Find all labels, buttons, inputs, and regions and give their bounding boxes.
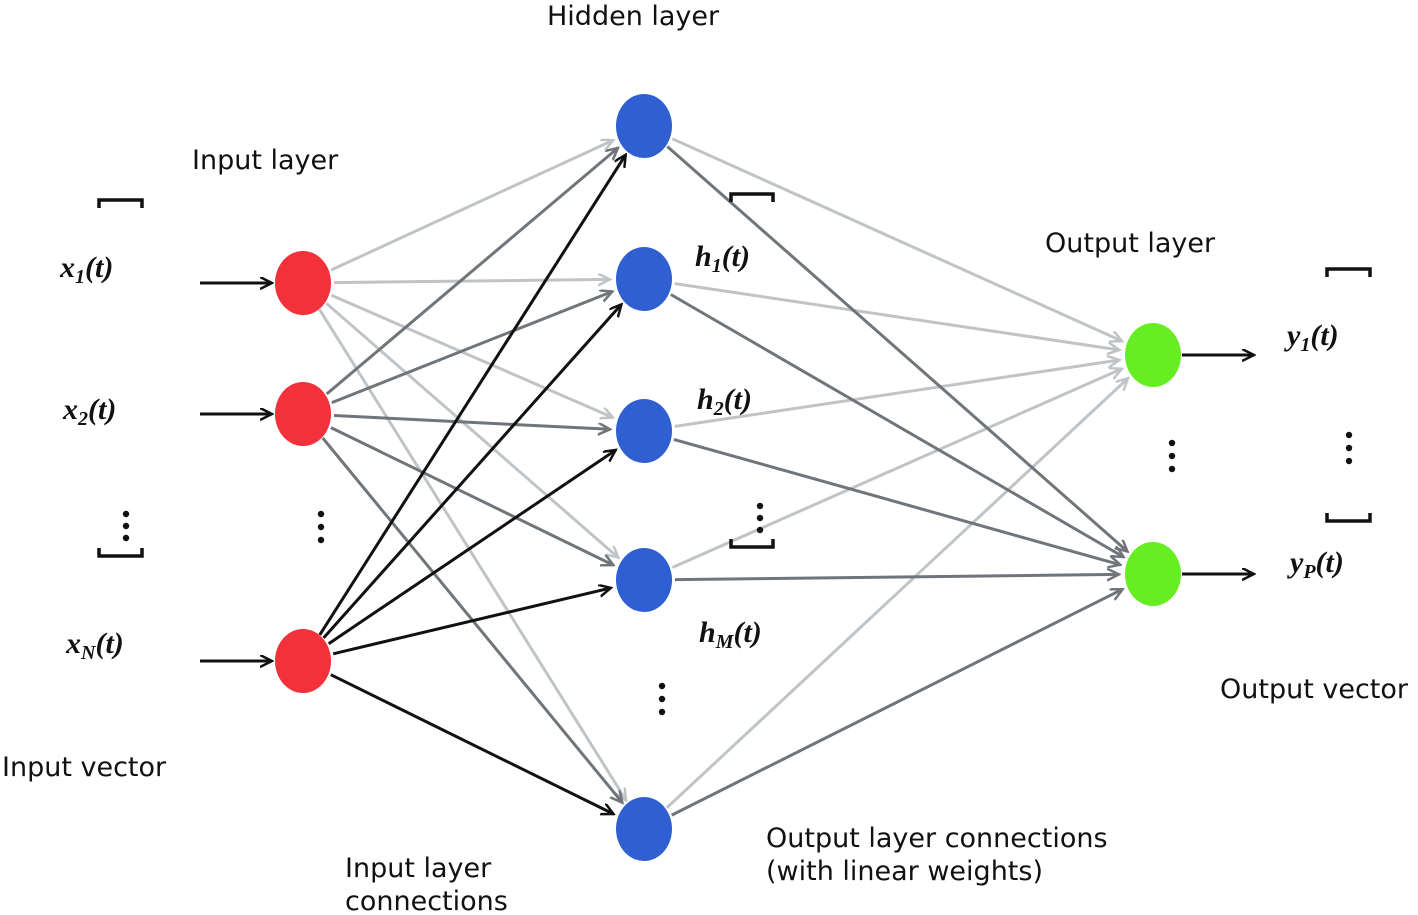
output-bracket-bottom	[1325, 513, 1372, 523]
output-arrows	[1182, 355, 1254, 574]
output-var-yp: yP(t)	[1287, 546, 1344, 583]
input-hidden-edge-1-5	[318, 308, 626, 800]
input-var-xn: xN(t)	[65, 627, 124, 664]
input-node-1	[275, 251, 331, 315]
input-hidden-edge-3-5	[330, 673, 614, 816]
hidden-output-edge-3-1	[674, 360, 1120, 428]
input-hidden-edge-1-1	[330, 140, 613, 272]
input-nodes	[275, 251, 331, 693]
input-hidden-edge-2-4	[330, 426, 614, 565]
input-hidden-edge-1-3	[330, 293, 612, 417]
output-nodes	[1125, 323, 1181, 606]
hidden-output-edge-3-2	[673, 437, 1121, 564]
output-vector-label: Output vector	[1220, 674, 1409, 705]
hidden-layer-label: Hidden layer	[547, 1, 720, 32]
hidden-var-h1: h1(t)	[695, 240, 750, 277]
output-node-p	[1125, 542, 1181, 606]
hidden-node-dots	[658, 682, 666, 716]
hidden-output-edge-1-1	[671, 137, 1122, 341]
input-var-x1: x1(t)	[59, 251, 113, 288]
input-hidden-edge-1-4	[325, 302, 618, 557]
output-layer-label: Output layer	[1045, 228, 1216, 259]
input-vector-dots	[122, 510, 130, 542]
input-bracket-bottom	[97, 548, 144, 558]
input-hidden-edge-2-3	[333, 414, 610, 430]
hidden-var-hm: hM(t)	[699, 616, 762, 653]
input-var-x2: x2(t)	[62, 393, 116, 430]
input-connections-label-line1: Input layer	[345, 853, 492, 884]
input-hidden-edge-3-4	[332, 588, 611, 656]
input-hidden-edge-2-1	[325, 148, 618, 396]
hidden-output-edge-2-1	[674, 282, 1120, 350]
hidden-output-edge-5-2	[671, 587, 1123, 817]
hidden-output-edge-2-2	[670, 293, 1124, 558]
input-layer-label: Input layer	[192, 145, 339, 176]
hidden-node-3	[616, 399, 672, 463]
input-node-n	[275, 629, 331, 693]
ellipsis-dots	[122, 431, 1353, 716]
hidden-node-4	[616, 548, 672, 612]
hidden-output-edge-1-2	[666, 145, 1127, 552]
output-node-1	[1125, 323, 1181, 387]
input-bracket-top	[97, 198, 144, 208]
hidden-nodes	[616, 94, 672, 861]
input-arrows	[200, 283, 272, 661]
hidden-var-h2: h2(t)	[697, 383, 752, 420]
output-bracket-top	[1325, 267, 1372, 277]
connections-layer	[318, 137, 1128, 817]
input-connections-label-line2: connections	[345, 886, 508, 915]
input-node-dots	[317, 510, 325, 544]
hidden-bracket-bottom	[729, 539, 775, 549]
input-hidden-edge-3-2	[322, 304, 622, 639]
output-connections-label-line1: Output layer connections	[766, 823, 1108, 854]
input-node-2	[275, 382, 331, 446]
output-node-dots	[1168, 439, 1176, 473]
output-var-y1: y1(t)	[1284, 319, 1339, 356]
output-vector-dots	[1345, 431, 1353, 465]
hidden-output-edge-4-2	[674, 574, 1119, 579]
brackets	[97, 192, 1372, 558]
output-connections-label-line2: (with linear weights)	[766, 856, 1043, 887]
hidden-output-edge-5-1	[665, 378, 1128, 809]
hidden-vector-dots	[756, 502, 764, 534]
input-hidden-edge-1-2	[333, 279, 610, 282]
input-hidden-edge-3-1	[318, 155, 626, 636]
hidden-bracket-top	[729, 192, 775, 202]
hidden-output-edge-4-1	[671, 369, 1122, 569]
hidden-node-1	[616, 94, 672, 158]
hidden-node-m	[616, 797, 672, 861]
input-vector-label: Input vector	[2, 752, 167, 783]
hidden-node-2	[616, 247, 672, 311]
input-hidden-edge-2-2	[331, 292, 613, 404]
input-hidden-edge-3-3	[327, 450, 616, 645]
